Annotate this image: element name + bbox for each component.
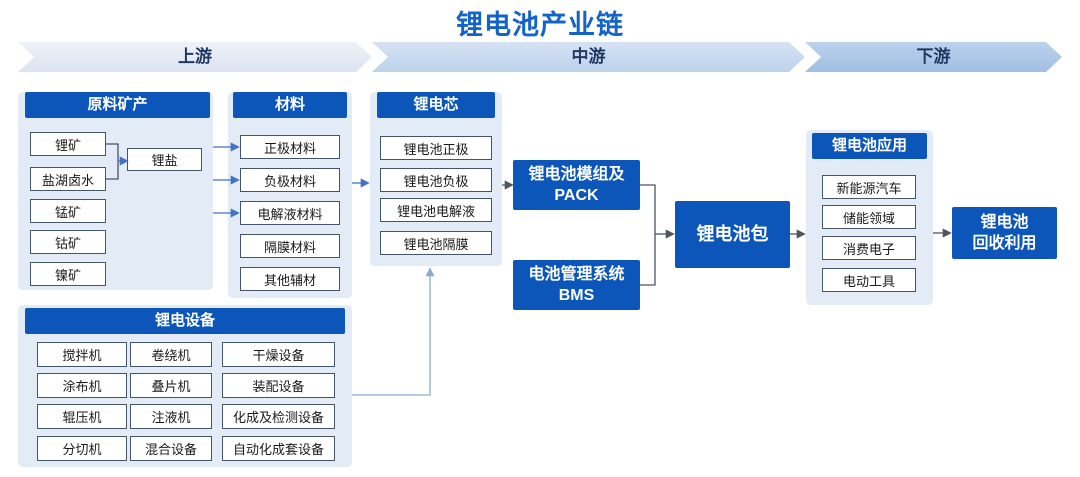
node-manganese-ore: 锰矿 bbox=[30, 199, 106, 223]
node-power-tools: 电动工具 bbox=[822, 268, 916, 292]
section-equipment: 锂电设备 搅拌机 卷绕机 干燥设备 涂布机 叠片机 装配设备 辊压机 注液机 化… bbox=[18, 305, 352, 467]
node-stacking-machine: 叠片机 bbox=[130, 373, 212, 398]
node-formation-testing-equipment: 化成及检测设备 bbox=[222, 404, 335, 429]
node-winding-machine: 卷绕机 bbox=[130, 342, 212, 367]
node-recycling-line1: 锂电池 bbox=[980, 214, 1029, 231]
node-assembly-equipment: 装配设备 bbox=[222, 373, 335, 398]
node-coating-machine: 涂布机 bbox=[37, 373, 127, 398]
node-module-pack: 锂电池模组及 PACK bbox=[513, 160, 640, 210]
node-recycling: 锂电池 回收利用 bbox=[952, 207, 1057, 259]
banner-upstream: 上游 bbox=[18, 42, 372, 72]
banner-midstream: 中游 bbox=[372, 42, 805, 72]
node-electrolyte-filling-machine: 注液机 bbox=[130, 404, 212, 429]
node-cathode-material: 正极材料 bbox=[240, 135, 340, 159]
node-electrolyte-material: 电解液材料 bbox=[240, 201, 340, 225]
arrow-equipment-to-cell bbox=[352, 267, 435, 396]
section-cell-header: 锂电芯 bbox=[377, 92, 495, 118]
node-anode-material: 负极材料 bbox=[240, 168, 340, 192]
node-new-energy-vehicles: 新能源汽车 bbox=[822, 175, 916, 199]
node-roller-press: 辊压机 bbox=[37, 404, 127, 429]
node-module-pack-line2: PACK bbox=[554, 187, 599, 204]
node-battery-pack: 锂电池包 bbox=[675, 201, 790, 268]
section-raw-minerals-header: 原料矿产 bbox=[25, 92, 210, 118]
section-cell: 锂电芯 锂电池正极 锂电池负极 锂电池电解液 锂电池隔膜 bbox=[370, 92, 502, 266]
section-materials: 材料 正极材料 负极材料 电解液材料 隔膜材料 其他辅材 bbox=[228, 92, 352, 298]
node-energy-storage: 储能领域 bbox=[822, 205, 916, 229]
node-cell-electrolyte: 锂电池电解液 bbox=[380, 198, 492, 222]
node-automation-equipment: 自动化成套设备 bbox=[222, 436, 335, 461]
node-cell-cathode: 锂电池正极 bbox=[380, 136, 492, 160]
node-bms-line1: 电池管理系统 bbox=[528, 266, 625, 283]
node-slitting-machine: 分切机 bbox=[37, 436, 127, 461]
node-salt-lake-brine: 盐湖卤水 bbox=[30, 167, 106, 191]
section-raw-minerals: 原料矿产 锂矿 盐湖卤水 锰矿 钴矿 镍矿 锂盐 bbox=[18, 92, 213, 290]
node-mixing-equipment: 混合设备 bbox=[130, 436, 212, 461]
node-other-auxiliary: 其他辅材 bbox=[240, 267, 340, 291]
node-recycling-line2: 回收利用 bbox=[972, 235, 1037, 252]
section-materials-header: 材料 bbox=[233, 92, 347, 118]
node-lithium-salt: 锂盐 bbox=[127, 148, 202, 171]
section-equipment-header: 锂电设备 bbox=[25, 308, 345, 334]
section-applications-header: 锂电池应用 bbox=[812, 133, 927, 159]
node-bms: 电池管理系统 BMS bbox=[513, 260, 640, 310]
section-applications: 锂电池应用 新能源汽车 储能领域 消费电子 电动工具 bbox=[806, 130, 933, 305]
node-cobalt-ore: 钴矿 bbox=[30, 230, 106, 254]
node-separator-material: 隔膜材料 bbox=[240, 234, 340, 258]
page-title: 锂电池产业链 bbox=[456, 10, 624, 40]
node-lithium-ore: 锂矿 bbox=[30, 132, 106, 156]
bracket-pack-bms bbox=[640, 184, 656, 286]
node-module-pack-line1: 锂电池模组及 bbox=[528, 166, 625, 183]
node-drying-equipment: 干燥设备 bbox=[222, 342, 335, 367]
node-mixer: 搅拌机 bbox=[37, 342, 127, 367]
node-nickel-ore: 镍矿 bbox=[30, 262, 106, 286]
node-cell-separator: 锂电池隔膜 bbox=[380, 231, 492, 255]
node-bms-line2: BMS bbox=[558, 287, 595, 304]
node-cell-anode: 锂电池负极 bbox=[380, 168, 492, 192]
banner-downstream: 下游 bbox=[805, 42, 1062, 72]
node-consumer-electronics: 消费电子 bbox=[822, 236, 916, 260]
